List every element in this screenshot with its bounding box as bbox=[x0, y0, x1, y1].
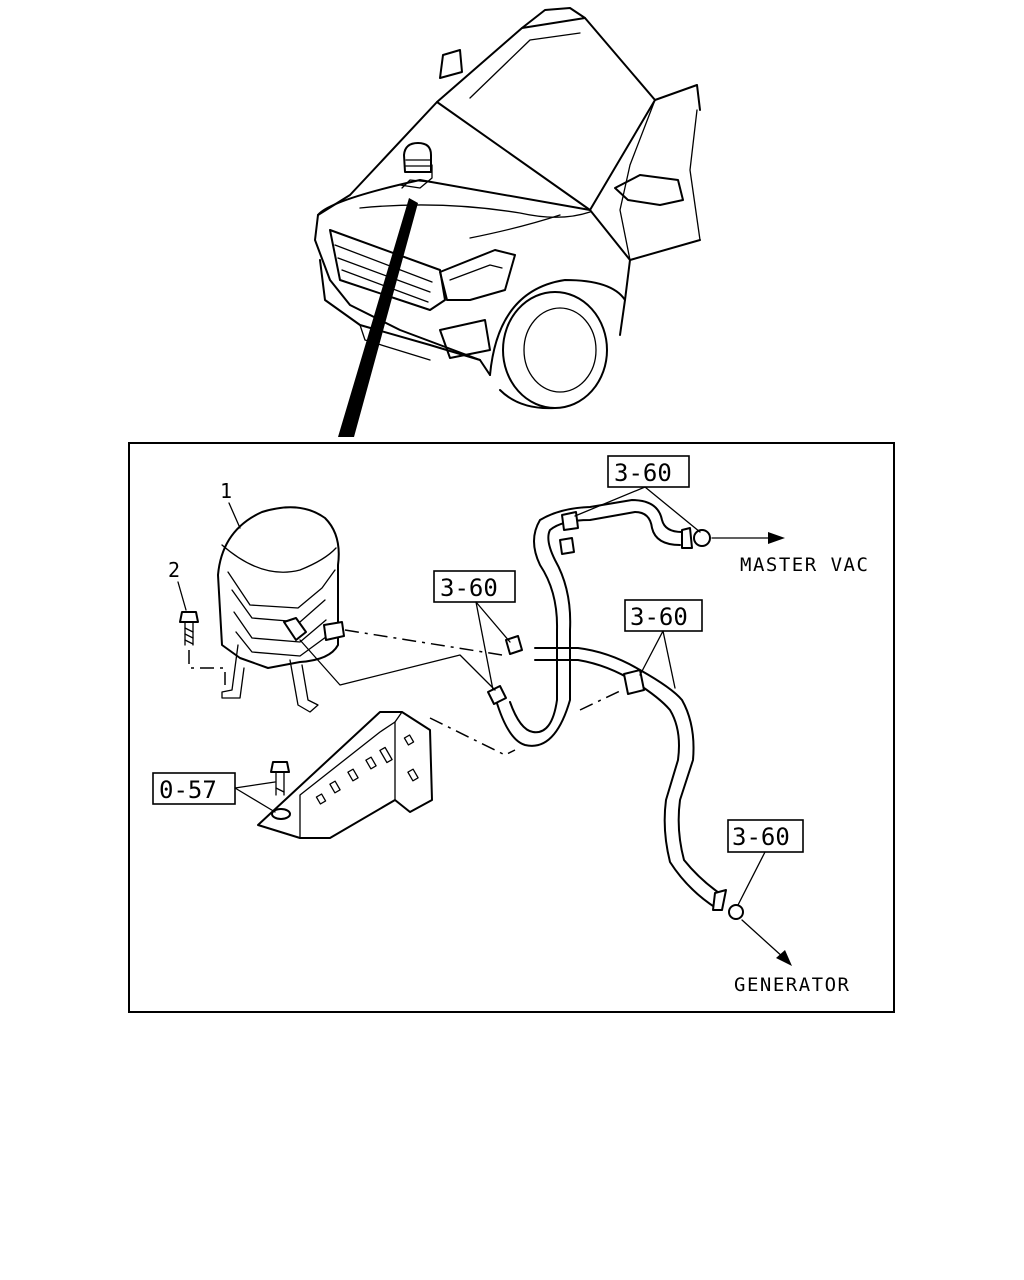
reservoir-location-marker bbox=[399, 142, 433, 189]
ref-code-hose-top: 3-60 bbox=[614, 459, 672, 487]
ref-0-57: 0-57 bbox=[152, 772, 276, 813]
vacuum-hose-master-vac bbox=[487, 499, 711, 747]
ref-3-60-top: 3-60 bbox=[574, 455, 701, 533]
ref-3-60-middle: 3-60 bbox=[433, 570, 516, 691]
ref-code-clip-middle: 3-60 bbox=[440, 574, 498, 602]
part-number-2: 2 bbox=[168, 558, 180, 582]
ref-code-bracket-bolts: 0-57 bbox=[159, 776, 217, 804]
vacuum-reservoir bbox=[217, 506, 345, 713]
ref-code-hose-right: 3-60 bbox=[630, 603, 688, 631]
callout-leader bbox=[338, 198, 418, 437]
bolt bbox=[179, 611, 199, 646]
mounting-bracket bbox=[257, 711, 433, 839]
vacuum-hose-generator bbox=[534, 647, 744, 920]
detail-frame bbox=[128, 442, 895, 1013]
vehicle-overview bbox=[314, 7, 701, 410]
ref-3-60-end: 3-60 bbox=[727, 819, 804, 906]
label-generator: GENERATOR bbox=[734, 974, 850, 996]
part-number-1: 1 bbox=[220, 479, 232, 503]
ref-code-hose-end: 3-60 bbox=[732, 823, 790, 851]
label-master-vac: MASTER VAC bbox=[740, 554, 869, 576]
ref-3-60-right: 3-60 bbox=[624, 599, 703, 689]
